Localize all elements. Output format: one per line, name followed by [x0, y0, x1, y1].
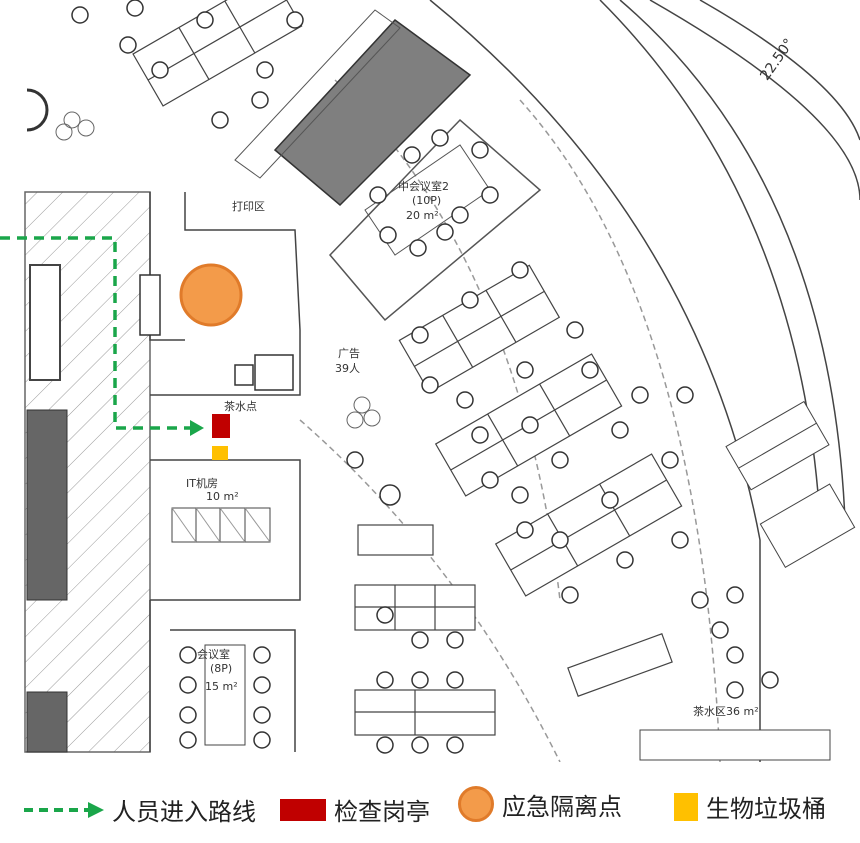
legend-route-label: 人员进入路线 [112, 798, 256, 826]
legend-bin-label: 生物垃圾桶 [706, 795, 826, 823]
meeting-room-small: 中会议室 (8P) 15 m² [186, 644, 246, 746]
meeting-room-small-capacity: (8P) [210, 662, 232, 675]
isolation-point-marker [179, 263, 243, 327]
large-table [234, 9, 472, 207]
route-arrow-icon [24, 801, 104, 818]
meeting-room-small-area: 15 m² [205, 680, 238, 693]
checkpoint-marker [212, 414, 230, 438]
legend-isolation-label: 应急隔离点 [502, 792, 622, 821]
plaza-people: 39人 [335, 362, 360, 375]
meeting-room-2-capacity: (10P) [412, 194, 441, 207]
core-wall-hatched [24, 191, 151, 753]
plaza-name: 广告 [338, 347, 360, 360]
tea-point-label: 茶水点 [224, 400, 257, 413]
meeting-room-small-name: 中会议室 [186, 647, 230, 661]
floor-plan: 中会议室2 (10P) 20 m² 打印区 22.50° 茶水点 IT机房 10… [0, 0, 860, 762]
entry-route [0, 236, 204, 436]
it-room: IT机房 10 m² [171, 476, 271, 543]
legend-checkpoint-label: 检查岗亭 [334, 798, 430, 826]
legend-isolation: 应急隔离点 [458, 786, 622, 822]
tea-area-label: 茶水区36 m² [693, 705, 759, 718]
legend-checkpoint: 检查岗亭 [280, 792, 430, 827]
meeting-room-2-area: 20 m² [406, 209, 439, 222]
it-room-name: IT机房 [186, 476, 218, 490]
meeting-room-2-name: 中会议室2 [398, 179, 449, 193]
right-benches: 茶水区36 m² [639, 400, 856, 761]
it-room-area: 10 m² [206, 490, 239, 503]
bin-swatch [674, 792, 698, 821]
bio-bin-marker [212, 446, 228, 460]
chairs [71, 0, 779, 754]
column-arc [26, 88, 49, 132]
plant-decorations [55, 111, 381, 429]
legend-bin: 生物垃圾桶 [674, 789, 826, 824]
legend: 人员进入路线 检查岗亭 应急隔离点 生物垃圾桶 [0, 762, 860, 843]
isolation-swatch [458, 786, 494, 822]
print-area-label: 打印区 [232, 199, 265, 213]
legend-route: 人员进入路线 [22, 792, 256, 827]
checkpoint-swatch [280, 798, 326, 821]
